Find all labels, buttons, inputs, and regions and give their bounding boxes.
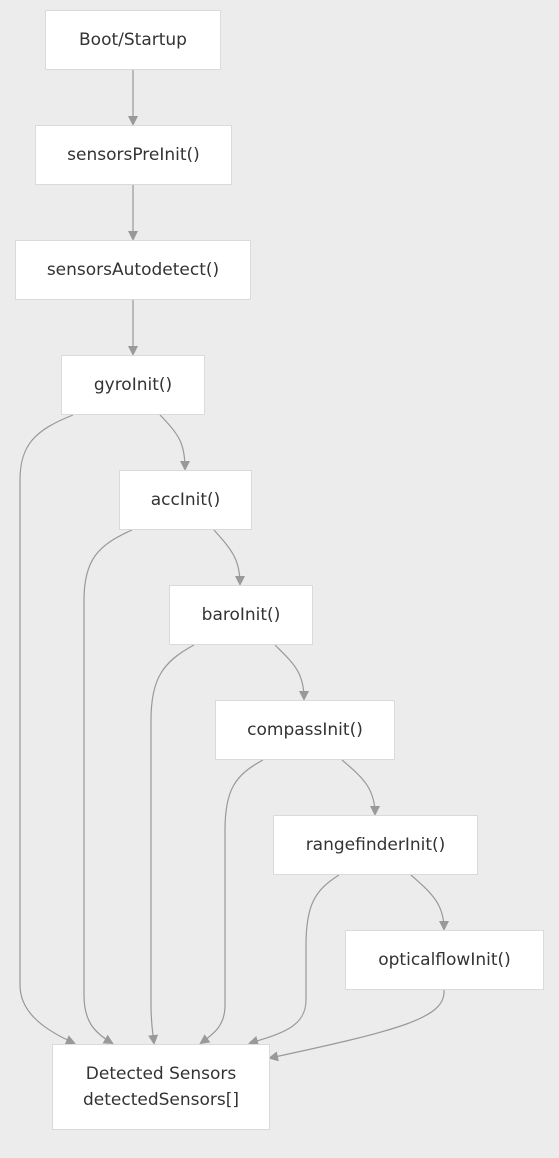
node-sensors-autodetect-label: sensorsAutodetect() xyxy=(46,260,220,280)
node-rangefinder-init-label: rangefinderInit() xyxy=(305,835,446,855)
node-sensors-preinit-label: sensorsPreInit() xyxy=(67,145,200,165)
node-detected-sensors: Detected Sensors detectedSensors[] xyxy=(52,1044,270,1130)
node-compass-init: compassInit() xyxy=(215,700,395,760)
node-gyro-init: gyroInit() xyxy=(61,355,205,415)
node-boot: Boot/Startup xyxy=(45,10,221,70)
edge-acc-to-baro xyxy=(213,529,245,586)
edge-rangefinder-to-detected xyxy=(248,874,340,1046)
node-compass-init-label: compassInit() xyxy=(247,720,363,740)
edge-compass-to-rangefinder xyxy=(341,759,380,816)
edge-acc-to-detected xyxy=(83,529,133,1045)
node-sensors-autodetect: sensorsAutodetect() xyxy=(15,240,251,300)
node-sensors-preinit: sensorsPreInit() xyxy=(35,125,232,185)
node-gyro-init-label: gyroInit() xyxy=(93,375,173,395)
edge-gyro-to-detected xyxy=(19,414,76,1045)
node-detected-sensors-title: Detected Sensors xyxy=(85,1064,237,1084)
node-opticalflow-init-label: opticalflowInit() xyxy=(378,950,511,970)
node-baro-init: baroInit() xyxy=(169,585,313,645)
node-baro-init-label: baroInit() xyxy=(201,605,281,625)
edge-gyro-to-acc xyxy=(159,414,190,471)
edge-rangefinder-to-opticalflow xyxy=(410,874,449,931)
node-boot-label: Boot/Startup xyxy=(79,30,187,50)
node-detected-sensors-text: Detected Sensors detectedSensors[] xyxy=(83,1061,239,1113)
edge-opticalflow-to-detected xyxy=(268,989,445,1062)
node-acc-init-label: accInit() xyxy=(150,490,221,510)
edge-baro-to-compass xyxy=(274,644,309,701)
node-acc-init: accInit() xyxy=(119,470,252,530)
node-opticalflow-init: opticalflowInit() xyxy=(345,930,544,990)
edge-baro-to-detected xyxy=(148,644,195,1045)
node-rangefinder-init: rangefinderInit() xyxy=(273,815,478,875)
edge-compass-to-detected xyxy=(199,759,264,1045)
node-detected-sensors-subtitle: detectedSensors[] xyxy=(82,1090,240,1110)
